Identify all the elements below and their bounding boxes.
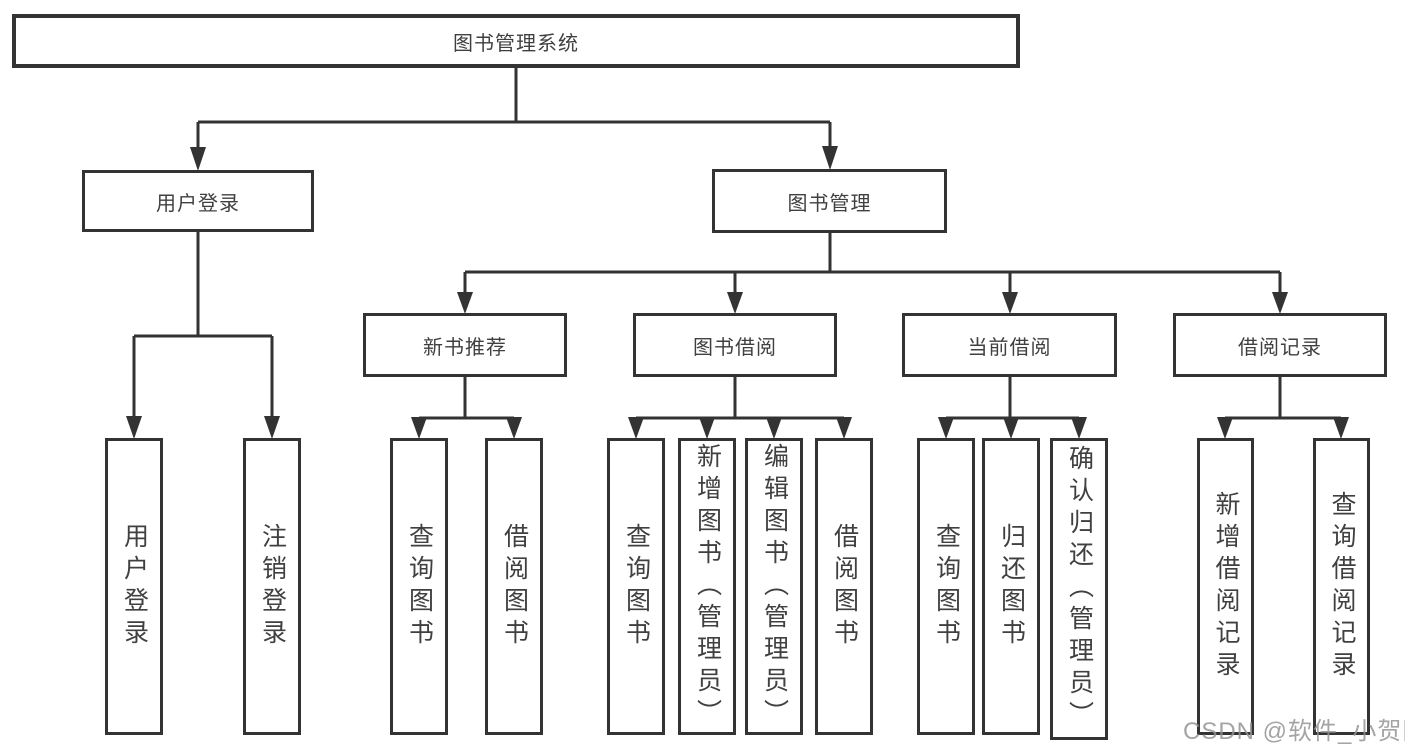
leaf-recommend-borrow-book: 借阅图书: [485, 438, 543, 735]
leaf-confirm-return-admin: 确认归还（管理员）: [1050, 438, 1108, 740]
node-new-book-recommend: 新书推荐: [363, 313, 567, 377]
csdn-watermark: CSDN @软件_小贺同学: [1183, 718, 1405, 745]
leaf-current-query-book-label: 查询图书: [932, 522, 961, 651]
leaf-borrow-book: 借阅图书: [815, 438, 873, 735]
node-user-login-label: 用户登录: [156, 192, 240, 215]
node-book-management: 图书管理: [712, 169, 947, 233]
leaf-logout: 注销登录: [243, 438, 301, 735]
node-borrow-records: 借阅记录: [1173, 313, 1387, 377]
leaf-borrow-query-book-label: 查询图书: [622, 522, 651, 651]
node-book-borrow: 图书借阅: [633, 313, 837, 377]
arrowheads: [126, 146, 1349, 439]
leaf-user-login-label: 用户登录: [120, 522, 149, 651]
node-new-book-recommend-label: 新书推荐: [423, 336, 507, 359]
node-book-borrow-label: 图书借阅: [693, 336, 777, 359]
leaf-add-borrow-record: 新增借阅记录: [1197, 438, 1254, 735]
node-book-management-label: 图书管理: [787, 192, 872, 215]
leaf-confirm-return-admin-label: 确认归还（管理员）: [1065, 445, 1094, 733]
leaf-borrow-query-book: 查询图书: [607, 438, 665, 735]
node-root: 图书管理系统: [12, 14, 1020, 68]
leaf-user-login: 用户登录: [105, 438, 163, 735]
node-borrow-records-label: 借阅记录: [1238, 336, 1322, 359]
leaf-add-book-admin-label: 新增图书（管理员）: [693, 442, 722, 731]
leaf-recommend-query-book: 查询图书: [390, 438, 448, 735]
leaf-current-query-book: 查询图书: [917, 438, 975, 735]
leaf-add-book-admin: 新增图书（管理员）: [678, 438, 736, 735]
leaf-borrow-book-label: 借阅图书: [830, 522, 859, 651]
leaf-logout-label: 注销登录: [258, 522, 287, 651]
node-user-login: 用户登录: [82, 170, 314, 232]
leaf-edit-book-admin-label: 编辑图书（管理员）: [760, 442, 789, 731]
node-current-borrow-label: 当前借阅: [967, 336, 1052, 359]
leaf-add-borrow-record-label: 新增借阅记录: [1212, 490, 1240, 683]
leaf-edit-book-admin: 编辑图书（管理员）: [745, 438, 803, 735]
leaf-return-book: 归还图书: [982, 438, 1040, 735]
leaf-return-book-label: 归还图书: [997, 522, 1026, 651]
leaf-query-borrow-record-label: 查询借阅记录: [1328, 490, 1356, 683]
node-current-borrow: 当前借阅: [902, 313, 1117, 377]
leaf-query-borrow-record: 查询借阅记录: [1313, 438, 1370, 735]
node-root-label: 图书管理系统: [453, 32, 579, 55]
leaf-recommend-borrow-book-label: 借阅图书: [500, 522, 529, 651]
leaf-recommend-query-book-label: 查询图书: [405, 522, 434, 651]
